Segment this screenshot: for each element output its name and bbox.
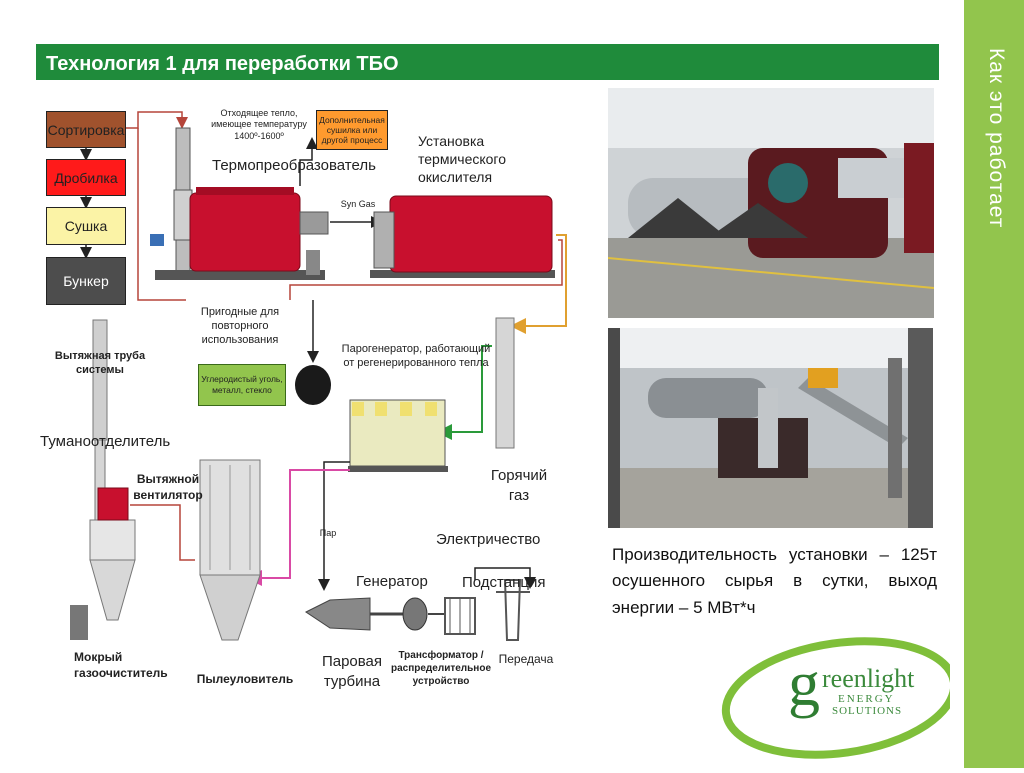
right-sidebar xyxy=(964,0,1024,768)
equipment-photo-1 xyxy=(608,88,934,318)
drying-box: Сушка xyxy=(46,207,126,245)
mist-separator-label: Туманоотделитель xyxy=(40,433,171,450)
flue-line xyxy=(246,469,350,586)
valve xyxy=(150,234,164,246)
oxidizer-inlet xyxy=(373,211,395,269)
generator-label: Генератор xyxy=(356,573,428,590)
steam-turbine-label: Паровая турбина xyxy=(321,653,383,690)
dust-collector-label: Пылеуловитель xyxy=(196,672,294,686)
syngas-label: Syn Gas xyxy=(340,199,376,209)
sg-cap-1 xyxy=(352,402,364,416)
side-caption: Как это работает xyxy=(985,48,1008,229)
electricity-label: Электричество xyxy=(436,531,541,548)
hot-gas-line xyxy=(510,234,567,334)
logo-big-letter: g xyxy=(788,648,820,719)
transformer-label: Трансформатор / распределительное устрой… xyxy=(390,650,492,687)
feed-line xyxy=(126,111,188,129)
chimney-base xyxy=(173,189,193,241)
exhaust-stack xyxy=(92,319,108,441)
converter-outlet xyxy=(299,211,329,235)
steam-line xyxy=(318,461,350,591)
equipment-photo-2 xyxy=(608,328,933,528)
photo-1-drawing xyxy=(608,88,934,318)
hot-gas-label: Горячий газ xyxy=(490,467,548,504)
exhaust-fan-label: Вытяжной вентилятор xyxy=(133,472,203,502)
scrubber-cone xyxy=(89,559,136,621)
transmission-label: Передача xyxy=(498,652,554,666)
capacity-caption: Производительность установки – 125т осуш… xyxy=(612,545,937,617)
sg-cap-2 xyxy=(375,402,387,416)
scrubber-tank xyxy=(70,605,88,640)
sg-cap-4 xyxy=(425,402,437,416)
thermal-oxidizer-body xyxy=(389,195,553,273)
wet-scrubber-label: Мокрый газоочиститель xyxy=(74,650,168,680)
char-pile xyxy=(295,365,331,405)
greenlight-logo: g reenlight ENERGY SOLUTIONS xyxy=(720,630,959,768)
carbon-box: Углеродистый уголь, металл, стекло xyxy=(198,364,286,406)
waste-heat-label: Отходящее тепло, имеющее температуру 140… xyxy=(211,108,307,141)
feed-line-2 xyxy=(137,128,186,301)
logo-word: reenlight xyxy=(822,664,915,693)
thermoconverter-body xyxy=(189,192,301,272)
oxidizer-line xyxy=(289,239,563,300)
dust-collector-cone xyxy=(199,574,261,641)
substation-label: Подстанция xyxy=(462,574,546,591)
extra-drying-box: Дополнительная сушилка или другой процес… xyxy=(316,110,388,150)
sg-frame xyxy=(348,466,448,472)
logo-line3: SOLUTIONS xyxy=(832,705,903,717)
steam-turbine-icon xyxy=(305,597,371,631)
logo-ellipse xyxy=(721,637,959,759)
electricity-arrow xyxy=(474,567,536,589)
thermoconverter-top xyxy=(196,187,294,195)
steam-generator-label: Парогенератор, работающий от регенериров… xyxy=(341,343,491,369)
generator-icon xyxy=(402,597,428,631)
exhaust-fan xyxy=(97,487,129,521)
slide-title: Технология 1 для переработки ТБО xyxy=(36,44,939,80)
fan-line xyxy=(130,504,195,561)
logo-line2: ENERGY xyxy=(838,693,895,705)
green-arrow xyxy=(436,345,492,440)
exhaust-pipe-label: Вытяжная труба системы xyxy=(54,350,146,377)
steam-label: Пар xyxy=(319,528,337,538)
bunker-box: Бункер xyxy=(46,257,126,305)
photo-2-drawing xyxy=(608,328,933,528)
process-diagram xyxy=(70,111,567,641)
sg-cap-3 xyxy=(400,402,412,416)
scrubber-top xyxy=(89,519,136,561)
thermal-oxidizer-label: Установка термического окислителя xyxy=(418,133,507,186)
crusher-box: Дробилка xyxy=(46,159,126,196)
converter-frame xyxy=(155,270,325,280)
reusable-label: Пригодные для повторного использования xyxy=(200,306,280,346)
sorting-box: Сортировка xyxy=(46,111,126,148)
oxidizer-frame xyxy=(370,270,555,278)
arrow-to-extra-drying xyxy=(299,137,318,186)
hot-gas-pipe xyxy=(495,317,515,449)
converter-leg xyxy=(306,250,320,275)
substation-tower-icon xyxy=(503,579,522,641)
thermoconverter-label: Термопреобразователь xyxy=(212,157,376,174)
